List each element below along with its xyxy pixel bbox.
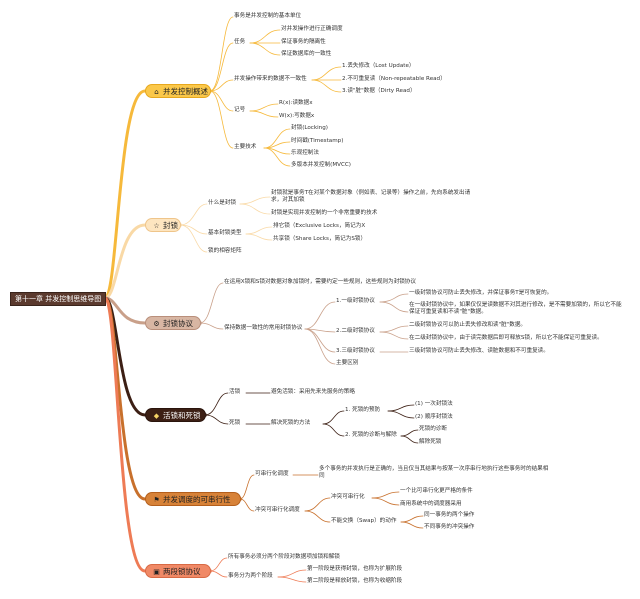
node-text[interactable]: 冲突可串行化 xyxy=(331,494,365,500)
branch-label: 封锁 xyxy=(163,221,178,230)
branch-node-deadlock[interactable]: ◆活锁和死锁 xyxy=(145,408,206,422)
node-text[interactable]: 1. 死锁的预防 xyxy=(345,407,381,413)
node-text[interactable]: 第二阶段是释放封锁，也称为收缩阶段 xyxy=(307,578,403,584)
node-text[interactable]: 对并发操作进行正确调度 xyxy=(281,26,343,32)
node-text[interactable]: 一级封锁协议可防止丢失修改，并保证事务T是可恢复的。 xyxy=(409,290,553,296)
branch-node-serializability[interactable]: ⚑并发调度的可串行性 xyxy=(145,492,241,506)
branch-node-overview[interactable]: ⌂ 并发控制概述 xyxy=(145,84,211,98)
node-text[interactable]: 避免活锁：采用先来先服务的策略 xyxy=(271,389,355,395)
node-text[interactable]: 在二级封锁协议中，由于读完数据后即可释放S锁，所以它不能保证可重复读。 xyxy=(409,335,603,341)
node-text[interactable]: 解除死锁 xyxy=(419,439,442,445)
node-text[interactable]: 不能交换（Swap）的动作 xyxy=(331,518,397,524)
star-icon: ☆ xyxy=(153,222,160,230)
node-text[interactable]: 活锁 xyxy=(229,389,241,395)
branch-label: 封锁协议 xyxy=(163,319,193,328)
trunk-branch-6 xyxy=(103,296,147,573)
node-text[interactable]: 事务是并发控制的基本单位 xyxy=(234,13,302,19)
branch-label: 两段锁协议 xyxy=(163,567,201,576)
branch-label: 活锁和死锁 xyxy=(163,411,201,420)
branch-label: 并发调度的可串行性 xyxy=(163,495,231,504)
node-text[interactable]: 所有事务必须分两个阶段对数据项加锁和解锁 xyxy=(228,554,340,560)
node-text[interactable]: 并发操作带来的数据不一致性 xyxy=(234,76,307,82)
node-text[interactable]: 封锁是实现并发控制的一个非常重要的技术 xyxy=(271,210,378,216)
node-text[interactable]: 任务 xyxy=(234,39,246,45)
node-text[interactable]: (2) 顺序封锁法 xyxy=(415,414,453,420)
node-text[interactable]: 商用系统中的调度器采用 xyxy=(400,501,462,507)
diamond-icon: ◆ xyxy=(153,412,160,420)
node-text[interactable]: R(x):读数据x xyxy=(279,100,313,106)
node-text[interactable]: 可串行化调度 xyxy=(255,471,289,477)
node-text[interactable]: 在运用X锁和S锁对数据对象加锁时，需要约定一些规则，这些规则为封锁协议 xyxy=(224,279,416,285)
node-text[interactable]: 2.二级封锁协议 xyxy=(336,328,375,334)
node-text[interactable]: 封锁就是事务T在对某个数据对象（例如表、记录等）操作之前，先向系统发出请求，对其… xyxy=(271,190,471,203)
node-text[interactable]: 共享锁（Share Locks，简记为S锁） xyxy=(273,236,367,242)
branch-label: 并发控制概述 xyxy=(163,87,208,96)
node-text[interactable]: 多版本并发控制(MVCC) xyxy=(291,162,351,168)
node-text[interactable]: 锁的相容矩阵 xyxy=(208,248,242,254)
gear-icon: ⚙ xyxy=(153,320,160,328)
node-text[interactable]: 同一事务的两个操作 xyxy=(424,512,475,518)
node-text[interactable]: 一个比可串行化更严格的条件 xyxy=(400,488,473,494)
branch-node-2pl[interactable]: ▣两段锁协议 xyxy=(145,564,211,578)
root-node[interactable]: 第十一章 并发控制思维导图 xyxy=(10,292,107,306)
node-text[interactable]: 事务分为两个阶段 xyxy=(228,573,273,579)
branch-node-protocol[interactable]: ⚙封锁协议 xyxy=(145,316,201,330)
node-text[interactable]: 三级封锁协议可防止丢失修改、读脏数据和不可重复读。 xyxy=(409,348,549,354)
node-text[interactable]: 死锁的诊断 xyxy=(419,426,447,432)
node-text[interactable]: 保证事务的隔离性 xyxy=(281,39,326,45)
node-text[interactable]: 保持数据一致性的常用封锁协议 xyxy=(224,325,303,331)
node-text[interactable]: (1) 一次封锁法 xyxy=(415,401,453,407)
node-text[interactable]: 主要区别 xyxy=(336,360,359,366)
node-text[interactable]: 封锁(Locking) xyxy=(291,125,328,131)
home-icon: ⌂ xyxy=(154,88,159,96)
node-text[interactable]: 时间戳(Timestamp) xyxy=(291,138,344,144)
node-text[interactable]: 3.三级封锁协议 xyxy=(336,348,375,354)
node-text[interactable]: 冲突可串行化调度 xyxy=(255,507,300,513)
node-text[interactable]: 第一阶段是获得封锁，也称为扩展阶段 xyxy=(307,566,403,572)
node-text[interactable]: 什么是封锁 xyxy=(208,200,236,206)
node-text[interactable]: 在一级封锁协议中，如果仅仅是读数据不对其进行修改，是不需要加锁的，所以它不能保证… xyxy=(409,302,622,315)
node-text[interactable]: 2.不可重复读（Non-repeatable Read） xyxy=(342,76,446,82)
box-icon: ▣ xyxy=(153,568,160,576)
node-text[interactable]: W(x):写数据x xyxy=(279,113,315,119)
node-text[interactable]: 记号 xyxy=(234,107,246,113)
node-text[interactable]: 乐观控制法 xyxy=(291,150,319,156)
node-text[interactable]: 1.一级封锁协议 xyxy=(336,298,375,304)
node-text[interactable]: 主要技术 xyxy=(234,144,257,150)
branch-node-locking[interactable]: ☆封锁 xyxy=(145,218,181,232)
node-text[interactable]: 多个事务的并发执行是正确的，当且仅当其结果与按某一次序串行地执行这些事务时的结果… xyxy=(319,466,549,479)
node-text[interactable]: 二级封锁协议可以防止丢失修改和读"脏"数据。 xyxy=(409,322,527,328)
node-text[interactable]: 保证数据库的一致性 xyxy=(281,51,332,57)
node-text[interactable]: 排它锁（Exclusive Locks，简记为X xyxy=(273,223,366,229)
flag-icon: ⚑ xyxy=(153,496,160,504)
node-text[interactable]: 死锁 xyxy=(229,420,241,426)
trunk-branch-2 xyxy=(103,223,147,300)
trunk-branch-1 xyxy=(103,89,147,300)
node-text[interactable]: 3.读"脏"数据（Dirty Read） xyxy=(342,88,416,94)
node-text[interactable]: 基本封锁类型 xyxy=(208,230,242,236)
node-text[interactable]: 不同事务的冲突操作 xyxy=(424,524,475,530)
node-text[interactable]: 解决死锁的方法 xyxy=(271,420,311,426)
node-text[interactable]: 2. 死锁的诊断与解除 xyxy=(345,432,397,438)
node-text[interactable]: 1.丢失修改（Lost Update） xyxy=(342,63,415,69)
